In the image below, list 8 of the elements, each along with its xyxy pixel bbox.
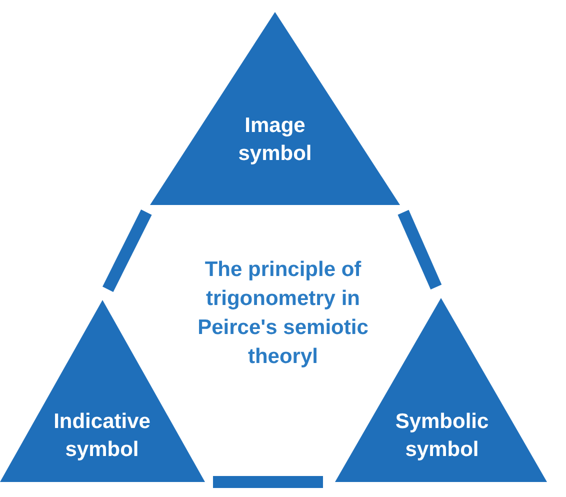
triangle-node [150,12,400,205]
connector-bar [102,209,152,292]
connector-bar [213,476,323,488]
center-text: The principle of trigonometry in Peirce's semiotic theoryl [196,257,370,370]
node-text: Image symbol [237,113,313,167]
node-text: Symbolic symbol [394,409,490,463]
node-text: Indicative symbol [52,409,152,463]
connector-bar [398,210,442,290]
